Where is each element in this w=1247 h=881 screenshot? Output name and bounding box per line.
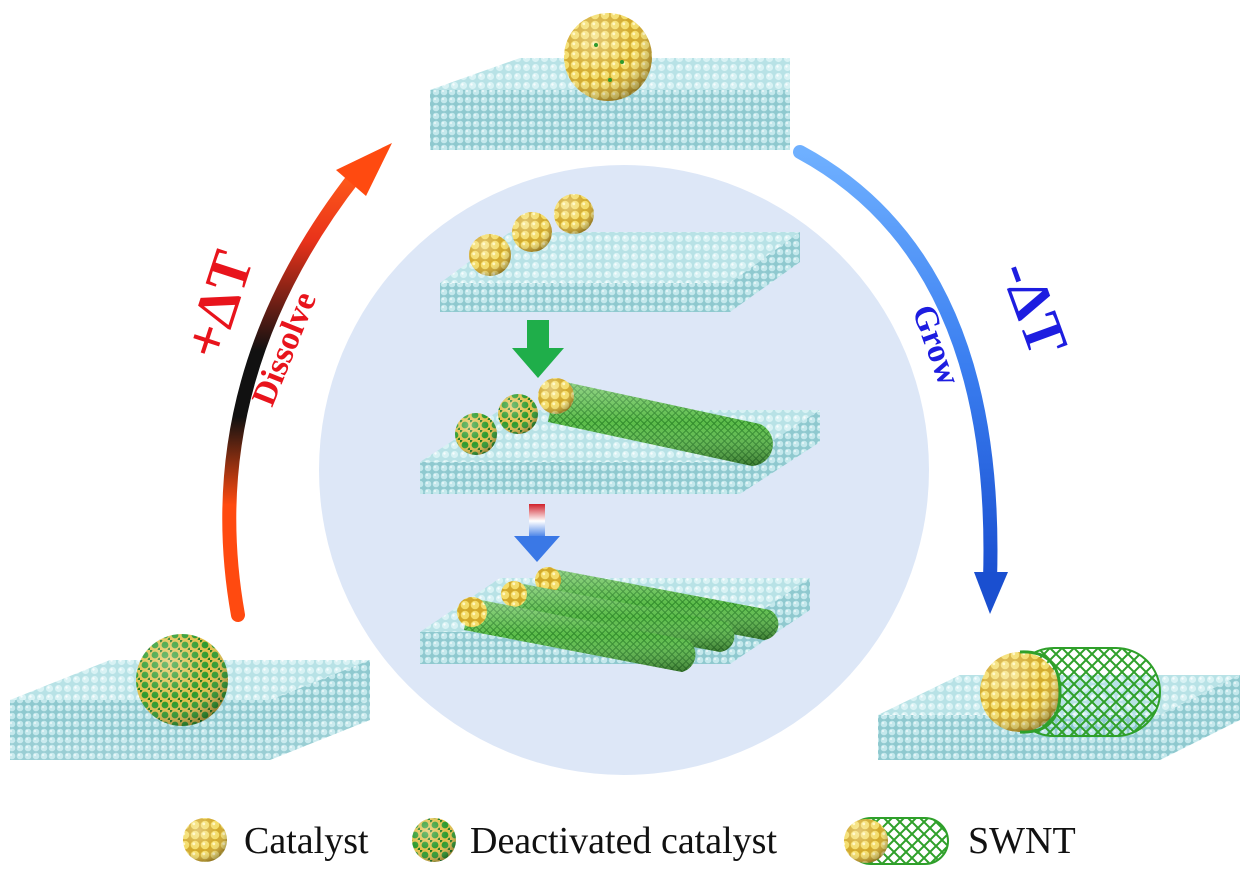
temperature-down-arrow — [514, 504, 560, 562]
legend-deactivated-icon — [412, 818, 456, 862]
deactivated-particles-stage-2 — [455, 394, 538, 455]
swnt-stage-2 — [538, 378, 773, 466]
swnt-array-stage-3 — [457, 567, 779, 672]
catalyst-sphere-top — [564, 13, 652, 101]
deactivated-catalyst-sphere-left — [136, 634, 228, 726]
dissolve-arrow — [222, 143, 392, 622]
swnt-with-catalyst-right — [980, 647, 1161, 737]
legend-catalyst-icon — [183, 818, 227, 862]
substrate-top — [430, 58, 790, 150]
catalyst-particles-stage-1 — [469, 194, 594, 276]
legend-swnt-label: SWNT — [968, 820, 1076, 862]
legend-swnt-icon — [844, 817, 949, 865]
delta-t-minus-label: -ΔT — [988, 252, 1081, 363]
legend-catalyst-label: Catalyst — [244, 820, 369, 862]
delta-t-plus-label: +ΔT — [171, 243, 266, 366]
green-down-arrow — [512, 320, 564, 378]
legend-deactivated-label: Deactivated catalyst — [470, 820, 777, 862]
grow-arrow — [793, 145, 1008, 614]
legend: Catalyst Deactivated catalyst SWNT — [183, 817, 1076, 865]
